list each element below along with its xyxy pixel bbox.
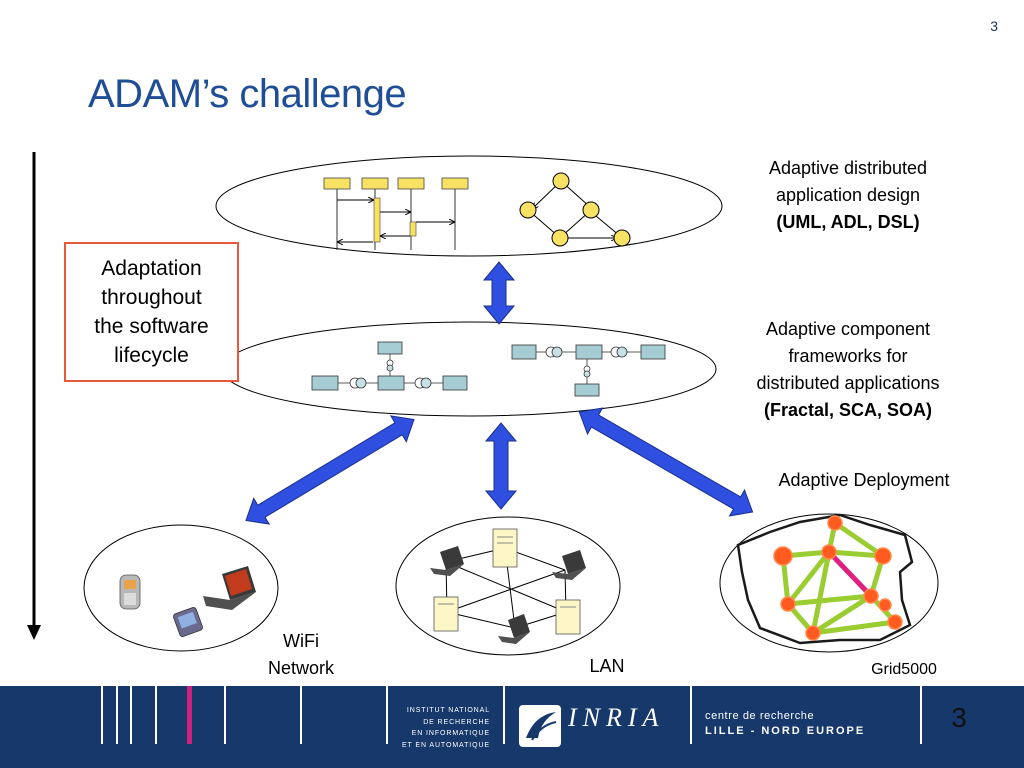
lifecycle-line: the software: [94, 315, 209, 338]
framework-label: Adaptive component frameworks for distri…: [724, 316, 972, 424]
timeline-arrow: [27, 152, 41, 640]
footer-bar: INSTITUT NATIONAL DE RECHERCHE EN INFORM…: [0, 686, 1024, 768]
institute-name: INSTITUT NATIONAL DE RECHERCHE EN INFORM…: [396, 705, 490, 751]
wifi-network-circle: [83, 524, 279, 652]
laptop-lan-right-icon: [552, 550, 586, 580]
lifecycle-box: Adaptation throughout the software lifec…: [64, 242, 239, 382]
center-line-1: centre de recherche: [705, 710, 815, 722]
graph-diagram-icon: [519, 172, 631, 247]
mobile-phone-icon: [119, 574, 141, 610]
slide-number-top: 3: [990, 18, 998, 34]
pda-icon: [173, 607, 203, 637]
framework-ellipse: [221, 321, 717, 417]
institute-line: DE RECHERCHE: [423, 718, 490, 726]
arrow-design-to-framework: [482, 261, 516, 325]
wifi-label: WiFi Network: [248, 628, 354, 682]
design-label-line: Adaptive distributed: [768, 158, 928, 178]
wifi-label-line: WiFi: [283, 631, 319, 651]
institute-line: INSTITUT NATIONAL: [406, 707, 490, 714]
framework-label-bold: (Fractal, SCA, SOA): [763, 400, 933, 420]
laptop-lan-left-icon: [430, 546, 464, 576]
footer-stripe: [224, 686, 226, 744]
center-line-2: LILLE - NORD EUROPE: [705, 725, 866, 737]
server-left-icon: [433, 596, 459, 632]
footer-stripe: [386, 686, 388, 744]
deployment-label: Adaptive Deployment: [778, 470, 950, 490]
framework-label-line: distributed applications: [756, 373, 940, 393]
laptop-wifi-icon: [203, 566, 256, 610]
component-assembly-left-icon: [311, 341, 468, 391]
slide-title: ADAM’s challenge: [88, 72, 407, 116]
lifecycle-line: Adaptation: [101, 257, 202, 280]
server-top-icon: [492, 528, 518, 568]
diagram-canvas: [27, 152, 939, 656]
design-label: Adaptive distributed application design …: [738, 155, 958, 236]
wifi-label-line: Network: [267, 658, 334, 678]
inria-logo-icon: [519, 705, 561, 747]
institute-line: EN INFORMATIQUE: [411, 730, 490, 737]
laptop-lan-bottom-icon: [498, 614, 530, 644]
footer-stripe: [690, 686, 692, 744]
footer-stripe: [300, 686, 302, 744]
sequence-diagram-icon: [323, 177, 469, 250]
arrow-framework-to-grid: [578, 407, 754, 517]
design-label-line: application design: [775, 185, 921, 205]
footer-stripe: [503, 686, 505, 744]
grid5000-nodes: [773, 515, 903, 641]
lifecycle-line: throughout: [101, 286, 202, 309]
grid5000-highlight-link: [826, 549, 874, 599]
arrow-framework-to-wifi: [245, 415, 415, 525]
inria-wordmark: INRIA: [568, 703, 665, 732]
design-ellipse: [215, 155, 723, 257]
footer-stripe: [116, 686, 118, 744]
framework-label-line: frameworks for: [788, 346, 908, 366]
framework-label-line: Adaptive component: [765, 319, 931, 339]
page-number: 3: [934, 702, 984, 734]
lan-label: LAN: [589, 656, 625, 676]
arrow-framework-to-lan: [484, 422, 518, 510]
design-label-bold: (UML, ADL, DSL): [776, 212, 920, 232]
footer-stripe: [920, 686, 922, 744]
grid5000-label: Grid5000: [871, 661, 937, 678]
footer-stripe-accent: [187, 686, 192, 744]
lifecycle-line: lifecycle: [114, 344, 189, 367]
component-assembly-right-icon: [511, 344, 666, 397]
institute-line: ET EN AUTOMATIQUE: [401, 741, 490, 749]
footer-stripe: [155, 686, 157, 744]
footer-stripe: [130, 686, 132, 744]
footer-stripe: [101, 686, 103, 744]
server-right-icon: [555, 599, 581, 635]
